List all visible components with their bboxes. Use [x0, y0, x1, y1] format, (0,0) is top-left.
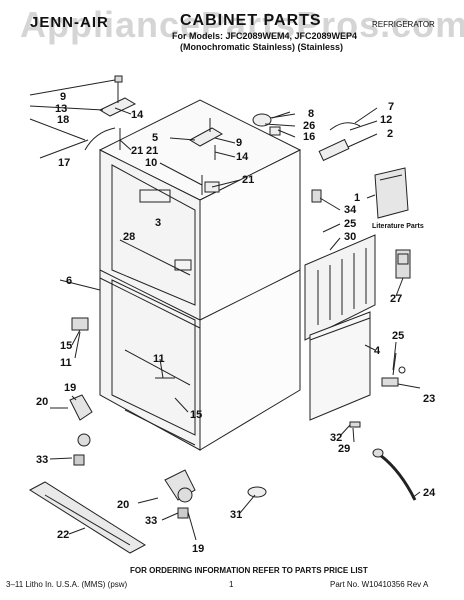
callout-23: 23 — [423, 393, 435, 405]
callout-11: 11 — [153, 353, 165, 365]
footer-litho: 3–11 Litho In. U.S.A. (MMS) (psw) — [6, 580, 128, 589]
literature-parts-label: Literature Parts — [372, 223, 424, 230]
callout-33: 33 — [36, 454, 48, 466]
callout-9: 9 — [236, 137, 242, 149]
callout-34: 34 — [344, 204, 357, 216]
callout-19: 19 — [64, 382, 76, 394]
callout-30: 30 — [344, 231, 356, 243]
callout-31: 31 — [230, 509, 242, 521]
callout-15: 15 — [60, 340, 72, 352]
callout-27: 27 — [390, 293, 402, 305]
clip-23 — [381, 366, 406, 387]
callout-22: 22 — [57, 529, 69, 541]
page-header: JENN-AIR CABINET PARTS For Models: JFC20… — [0, 0, 464, 58]
callout-11: 11 — [60, 357, 72, 369]
callout-5: 5 — [152, 132, 158, 144]
callout-26: 26 — [303, 120, 315, 132]
page-number: 1 — [229, 580, 234, 589]
callout-14: 14 — [131, 109, 144, 121]
callout-25: 25 — [344, 218, 356, 230]
callout-17: 17 — [58, 157, 70, 169]
small-clip — [311, 189, 322, 203]
left-mounts — [50, 317, 93, 466]
callout-20: 20 — [36, 396, 48, 408]
callout-21: 21 — [146, 145, 158, 157]
page-title: CABINET PARTS — [180, 12, 322, 29]
toe-grille — [29, 481, 146, 554]
callout-3: 3 — [155, 217, 161, 229]
watermark: AppliancePartsPros.com — [20, 4, 464, 45]
callout-16: 16 — [303, 131, 315, 143]
callout-25: 25 — [392, 330, 404, 342]
callout-18: 18 — [57, 114, 69, 126]
callout-12: 12 — [380, 114, 392, 126]
callout-29: 29 — [338, 443, 350, 455]
callout-14: 14 — [236, 151, 249, 163]
top-hinge-left — [84, 75, 137, 151]
footer-part-number: Part No. W10410356 Rev A — [330, 580, 429, 589]
callout-32: 32 — [330, 432, 342, 444]
callout-4: 4 — [374, 345, 381, 357]
callout-7: 7 — [388, 101, 394, 113]
literature-parts — [374, 167, 409, 219]
callout-28: 28 — [123, 231, 135, 243]
callout-21: 21 — [131, 145, 143, 157]
front-leveler — [137, 469, 196, 519]
bracket-27 — [395, 249, 411, 279]
callout-33: 33 — [145, 515, 157, 527]
callout-21: 21 — [242, 174, 254, 186]
bottom-panel — [309, 311, 371, 421]
callout-2: 2 — [387, 128, 393, 140]
variants-line: (Monochromatic Stainless) (Stainless) — [180, 42, 344, 52]
plug-31 — [247, 486, 267, 498]
rear-access-cover — [304, 234, 376, 341]
ordering-note: FOR ORDERING INFORMATION REFER TO PARTS … — [130, 566, 368, 575]
callout-13: 13 — [55, 103, 67, 115]
callout-10: 10 — [145, 157, 157, 169]
callout-19: 19 — [192, 543, 204, 555]
callout-20: 20 — [117, 499, 129, 511]
callout-15: 15 — [190, 409, 202, 421]
callout-8: 8 — [308, 108, 314, 120]
cabinet-body — [98, 99, 302, 451]
product-type-label: REFRIGERATOR — [372, 20, 435, 29]
callout-24: 24 — [423, 487, 436, 499]
callout-1: 1 — [354, 192, 360, 204]
brand-logo: JENN-AIR — [30, 14, 109, 31]
callout-6: 6 — [66, 275, 72, 287]
callout-9: 9 — [60, 91, 66, 103]
models-line: For Models: JFC2089WEM4, JFC2089WEP4 — [172, 31, 358, 41]
handle-24 — [372, 448, 417, 501]
